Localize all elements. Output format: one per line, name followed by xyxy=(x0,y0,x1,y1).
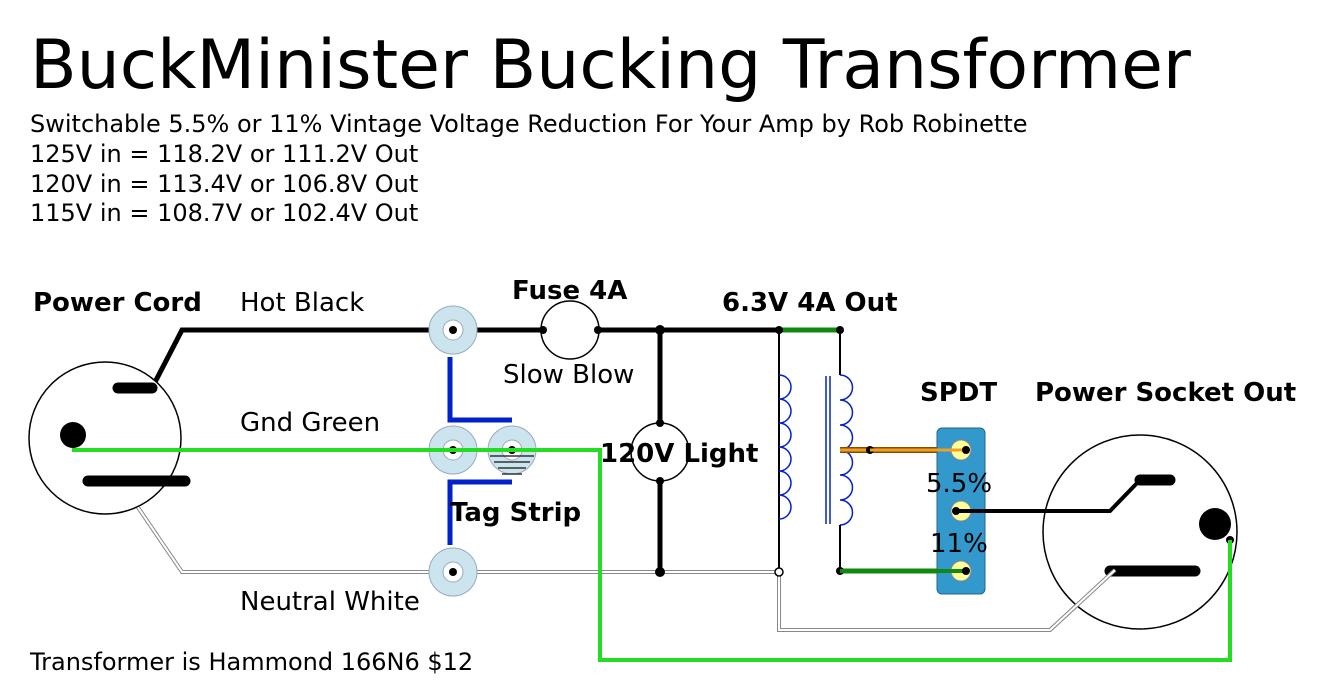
label-tap-5-5: 5.5% xyxy=(926,469,992,499)
label-gnd-green: Gnd Green xyxy=(240,408,380,438)
tag-lug-top xyxy=(428,305,478,355)
subtitle-line-4: 115V in = 108.7V or 102.4V Out xyxy=(30,199,418,227)
label-spdt: SPDT xyxy=(920,378,997,408)
label-transformer-out: 6.3V 4A Out xyxy=(722,288,898,318)
indicator-light xyxy=(630,325,690,577)
label-120v-light: 120V Light xyxy=(600,439,758,469)
label-tag-strip: Tag Strip xyxy=(450,498,581,528)
label-power-cord: Power Cord xyxy=(33,288,202,318)
label-power-socket-out: Power Socket Out xyxy=(1035,378,1296,408)
label-hot-black: Hot Black xyxy=(240,288,364,318)
label-tap-11: 11% xyxy=(930,529,988,559)
label-fuse: Fuse 4A xyxy=(512,276,627,306)
label-slow-blow: Slow Blow xyxy=(503,360,634,390)
fuse xyxy=(539,300,602,360)
power-cord-plug xyxy=(28,361,191,515)
power-socket-out xyxy=(956,434,1238,630)
tag-lug-bottom xyxy=(428,547,478,597)
hot-wires xyxy=(149,327,780,572)
label-neutral-white: Neutral White xyxy=(240,587,420,617)
subtitle-line-3: 120V in = 113.4V or 106.8V Out xyxy=(30,170,418,198)
subtitle-line-1: Switchable 5.5% or 11% Vintage Voltage R… xyxy=(30,110,1028,138)
diagram-title: BuckMinister Bucking Transformer xyxy=(30,26,1191,105)
footnote: Transformer is Hammond 166N6 $12 xyxy=(29,648,473,676)
subtitle-line-2: 125V in = 118.2V or 111.2V Out xyxy=(30,140,418,168)
